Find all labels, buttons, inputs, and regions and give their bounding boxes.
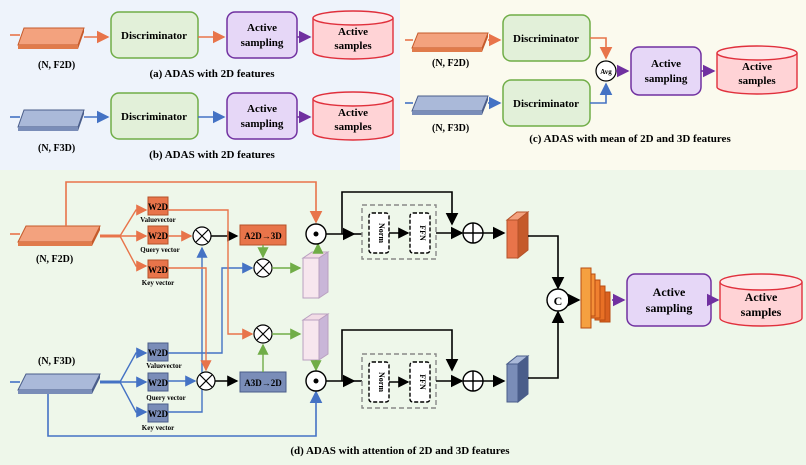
active-sampling-box [630, 46, 702, 96]
value-vector-label: Valuevector [140, 216, 176, 224]
w2d-key-box [147, 259, 169, 279]
query-vector-label: Query vector [146, 394, 185, 402]
caption-c: (c) ADAS with mean of 2D and 3D features [529, 133, 731, 145]
fused-feature-stack [580, 267, 611, 329]
panel-c: (N, F2D) Discriminator (N, F3D) Discrimi… [405, 14, 798, 145]
active-sampling-line1: Active [651, 58, 681, 70]
input-label-2d: (N, F2D) [432, 58, 469, 69]
feature-slab-2d [411, 32, 489, 52]
input-label-3d: (N, F3D) [38, 143, 75, 154]
active-sampling-box [226, 11, 298, 59]
active-samples-line1: Active [742, 61, 772, 73]
active-sampling-line2: sampling [646, 301, 693, 315]
active-samples-cylinder [312, 91, 394, 141]
attention-2d-to-3d-label: A2D→3D [244, 231, 282, 241]
panel-d: (N, F2D) (N, F3D) W2D Valuevector W2D Qu… [10, 181, 803, 457]
active-sampling-line2: sampling [241, 37, 284, 49]
key-vector-label: Key vector [142, 424, 174, 432]
w2d-value-box [147, 196, 169, 216]
active-sampling-box [626, 273, 712, 327]
active-sampling-line1: Active [247, 103, 277, 115]
discriminator-label: Discriminator [513, 98, 579, 110]
discriminator-box [110, 92, 199, 140]
active-samples-line2: samples [741, 305, 782, 319]
active-samples-line1: Active [745, 290, 778, 304]
input-label-3d: (N, F3D) [38, 356, 75, 367]
discriminator-box [110, 11, 199, 59]
value-vector-label: Valuevector [146, 362, 182, 370]
feature-slab-3d [17, 109, 85, 131]
w3d-query-box [147, 372, 169, 392]
panel-b: (N, F3D) Discriminator Active sampling A… [10, 91, 394, 161]
ffn-label: FFN [418, 374, 427, 390]
active-samples-line2: samples [334, 40, 372, 52]
key-vector-label: Key vector [142, 279, 174, 287]
active-samples-line1: Active [338, 107, 368, 119]
feature-slab-2d [17, 225, 101, 246]
attended-feature-bottom [301, 313, 330, 361]
active-samples-line2: samples [334, 121, 372, 133]
query-vector-label: Query vector [140, 246, 179, 254]
ffn-box-bottom [409, 361, 431, 403]
active-sampling-line1: Active [653, 285, 686, 299]
output-feature-2d [505, 210, 530, 260]
caption-d: (d) ADAS with attention of 2D and 3D fea… [290, 445, 510, 457]
w3d-key-box [147, 403, 169, 423]
active-samples-line2: samples [738, 75, 776, 87]
active-sampling-line1: Active [247, 22, 277, 34]
feature-slab-3d [17, 373, 101, 394]
output-feature-3d [505, 354, 530, 404]
discriminator-label: Discriminator [121, 111, 187, 123]
caption-a: (a) ADAS with 2D features [149, 68, 275, 80]
w3d-value-label: W2D [148, 348, 169, 358]
panel-a: (N, F2D) Discriminator Active sampling A… [10, 10, 394, 80]
caption-b: (b) ADAS with 2D features [149, 149, 275, 161]
norm-label: Norm [377, 223, 386, 243]
w2d-value-label: W2D [148, 202, 169, 212]
discriminator-label: Discriminator [121, 30, 187, 42]
w3d-query-label: W2D [148, 378, 169, 388]
input-label-2d: (N, F2D) [36, 254, 73, 265]
transformer-block-top [361, 204, 437, 260]
w2d-key-label: W2D [148, 265, 169, 275]
concat-label: C [554, 294, 563, 308]
active-sampling-box [226, 92, 298, 140]
norm-box-top [368, 212, 390, 254]
active-sampling-line2: sampling [645, 73, 688, 85]
attended-feature-top [301, 251, 330, 299]
active-samples-line1: Active [338, 26, 368, 38]
w2d-query-label: W2D [148, 231, 169, 241]
active-samples-cylinder [719, 273, 803, 327]
active-samples-cylinder [312, 10, 394, 60]
norm-label: Norm [377, 372, 386, 392]
feature-slab-3d [411, 95, 489, 115]
active-samples-cylinder [716, 45, 798, 95]
input-label-3d: (N, F3D) [432, 123, 469, 134]
discriminator-label: Discriminator [513, 33, 579, 45]
ffn-label: FFN [418, 225, 427, 241]
w3d-key-label: W2D [148, 409, 169, 419]
norm-box-bottom [368, 361, 390, 403]
attention-3d-to-2d-label: A3D→2D [244, 378, 282, 388]
input-label-2d: (N, F2D) [38, 60, 75, 71]
w2d-query-box [147, 225, 169, 245]
avg-label: Avg [600, 68, 612, 76]
ffn-box-top [409, 212, 431, 254]
w3d-value-box [147, 342, 169, 362]
feature-slab-2d [17, 27, 85, 49]
active-sampling-line2: sampling [241, 118, 284, 130]
